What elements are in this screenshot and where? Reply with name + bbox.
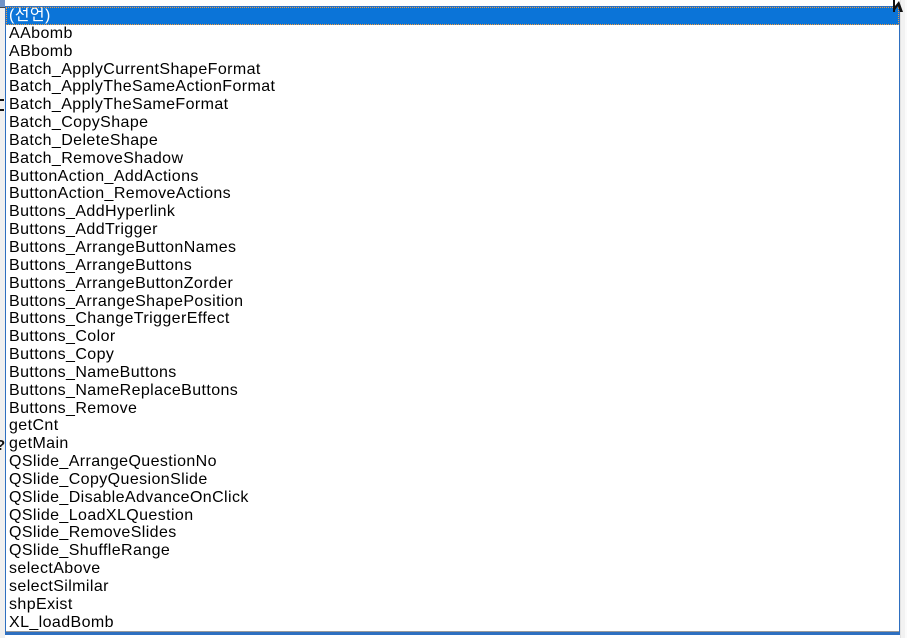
list-item[interactable]: QSlide_CopyQuesionSlide xyxy=(9,470,208,488)
list-item[interactable]: Buttons_NameReplaceButtons xyxy=(9,381,239,399)
list-item[interactable]: Buttons_ArrangeShapePosition xyxy=(9,292,244,310)
list-item[interactable]: ABbomb xyxy=(9,42,73,60)
list-item[interactable]: Batch_RemoveShadow xyxy=(9,149,184,167)
list-item[interactable]: Buttons_Remove xyxy=(9,399,138,417)
left-edge-text-fragment xyxy=(0,99,4,111)
list-item[interactable]: shpExist xyxy=(9,595,73,613)
list-item[interactable]: Buttons_ArrangeButtons xyxy=(9,256,193,274)
list-item[interactable]: selectSilmilar xyxy=(9,578,109,595)
list-item[interactable]: Buttons_NameButtons xyxy=(9,363,177,381)
list-item[interactable]: QSlide_ArrangeQuestionNo xyxy=(9,453,217,471)
list-item-selected[interactable]: (선언) xyxy=(6,7,899,25)
clipped-toolbar-icon xyxy=(0,0,5,8)
list-item[interactable]: QSlide_RemoveSlides xyxy=(9,524,177,542)
list-item[interactable]: ButtonAction_RemoveActions xyxy=(9,185,232,203)
list-item[interactable]: ButtonAction_AddActions xyxy=(9,167,199,185)
list-item[interactable]: Batch_DeleteShape xyxy=(9,131,159,149)
list-item[interactable]: Buttons_AddTrigger xyxy=(9,221,158,239)
list-item[interactable]: QSlide_LoadXLQuestion xyxy=(9,506,194,524)
list-item[interactable]: Batch_ApplyTheSameFormat xyxy=(9,96,229,114)
list-item[interactable]: getMain xyxy=(9,435,69,453)
right-gutter xyxy=(900,0,907,638)
list-item[interactable]: Buttons_ChangeTriggerEffect xyxy=(9,310,230,328)
mouse-cursor-icon xyxy=(893,0,903,12)
list-item[interactable]: Buttons_ArrangeButtonZorder xyxy=(9,274,234,292)
clipped-question-glyph: ? xyxy=(0,437,8,455)
list-item[interactable]: Buttons_Color xyxy=(9,328,116,346)
list-item[interactable]: Buttons_Copy xyxy=(9,346,115,364)
list-item[interactable]: Batch_ApplyCurrentShapeFormat xyxy=(9,60,261,78)
list-item[interactable]: Buttons_ArrangeButtonNames xyxy=(9,238,237,256)
list-item[interactable]: selectAbove xyxy=(9,560,101,578)
list-item[interactable]: QSlide_ShuffleRange xyxy=(9,542,171,560)
list-item[interactable]: getCnt xyxy=(9,417,59,435)
list-item[interactable]: Buttons_AddHyperlink xyxy=(9,203,176,221)
list-item[interactable]: Batch_ApplyTheSameActionFormat xyxy=(9,78,276,96)
list-item[interactable]: Batch_CopyShape xyxy=(9,114,149,132)
left-gutter: ? xyxy=(0,0,5,638)
list-item[interactable]: QSlide_DisableAdvanceOnClick xyxy=(9,488,249,506)
list-item[interactable]: XL_loadBomb xyxy=(9,613,114,631)
right-edge-sliver xyxy=(905,0,907,638)
list-item[interactable]: AAbomb xyxy=(9,24,73,42)
